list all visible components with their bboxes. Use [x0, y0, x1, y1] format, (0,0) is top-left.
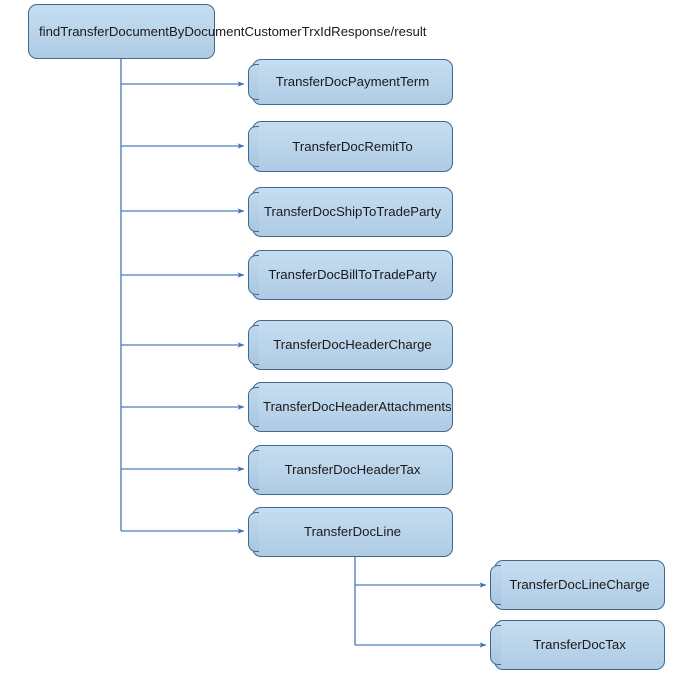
node-ship-to-trade-party-label: TransferDocShipToTradeParty [263, 204, 442, 220]
node-header-attachments[interactable]: TransferDocHeaderAttachments [248, 382, 453, 432]
node-header-attachments-label: TransferDocHeaderAttachments [263, 399, 452, 415]
node-bill-to-trade-party[interactable]: TransferDocBillToTradeParty [248, 250, 453, 300]
node-line-label: TransferDocLine [304, 524, 401, 540]
node-root-label: findTransferDocumentByDocumentCustomerTr… [39, 23, 427, 39]
node-header-tax-label: TransferDocHeaderTax [284, 462, 421, 478]
node-root[interactable]: findTransferDocumentByDocumentCustomerTr… [28, 4, 427, 59]
node-bill-to-trade-party-label: TransferDocBillToTradeParty [268, 267, 437, 283]
node-remit-to-label: TransferDocRemitTo [292, 138, 413, 154]
node-line-charge-label: TransferDocLineCharge [509, 577, 650, 593]
node-line-charge[interactable]: TransferDocLineCharge [490, 560, 665, 610]
node-tax[interactable]: TransferDocTax [490, 620, 665, 670]
node-header-tax[interactable]: TransferDocHeaderTax [248, 445, 453, 495]
node-payment-term[interactable]: TransferDocPaymentTerm [248, 59, 453, 105]
node-header-charge[interactable]: TransferDocHeaderCharge [248, 320, 453, 370]
node-payment-term-label: TransferDocPaymentTerm [275, 74, 430, 90]
node-remit-to[interactable]: TransferDocRemitTo [248, 121, 453, 172]
node-ship-to-trade-party[interactable]: TransferDocShipToTradeParty [248, 187, 453, 237]
node-header-charge-label: TransferDocHeaderCharge [273, 337, 432, 353]
node-tax-label: TransferDocTax [533, 637, 626, 653]
node-line[interactable]: TransferDocLine [248, 507, 453, 557]
